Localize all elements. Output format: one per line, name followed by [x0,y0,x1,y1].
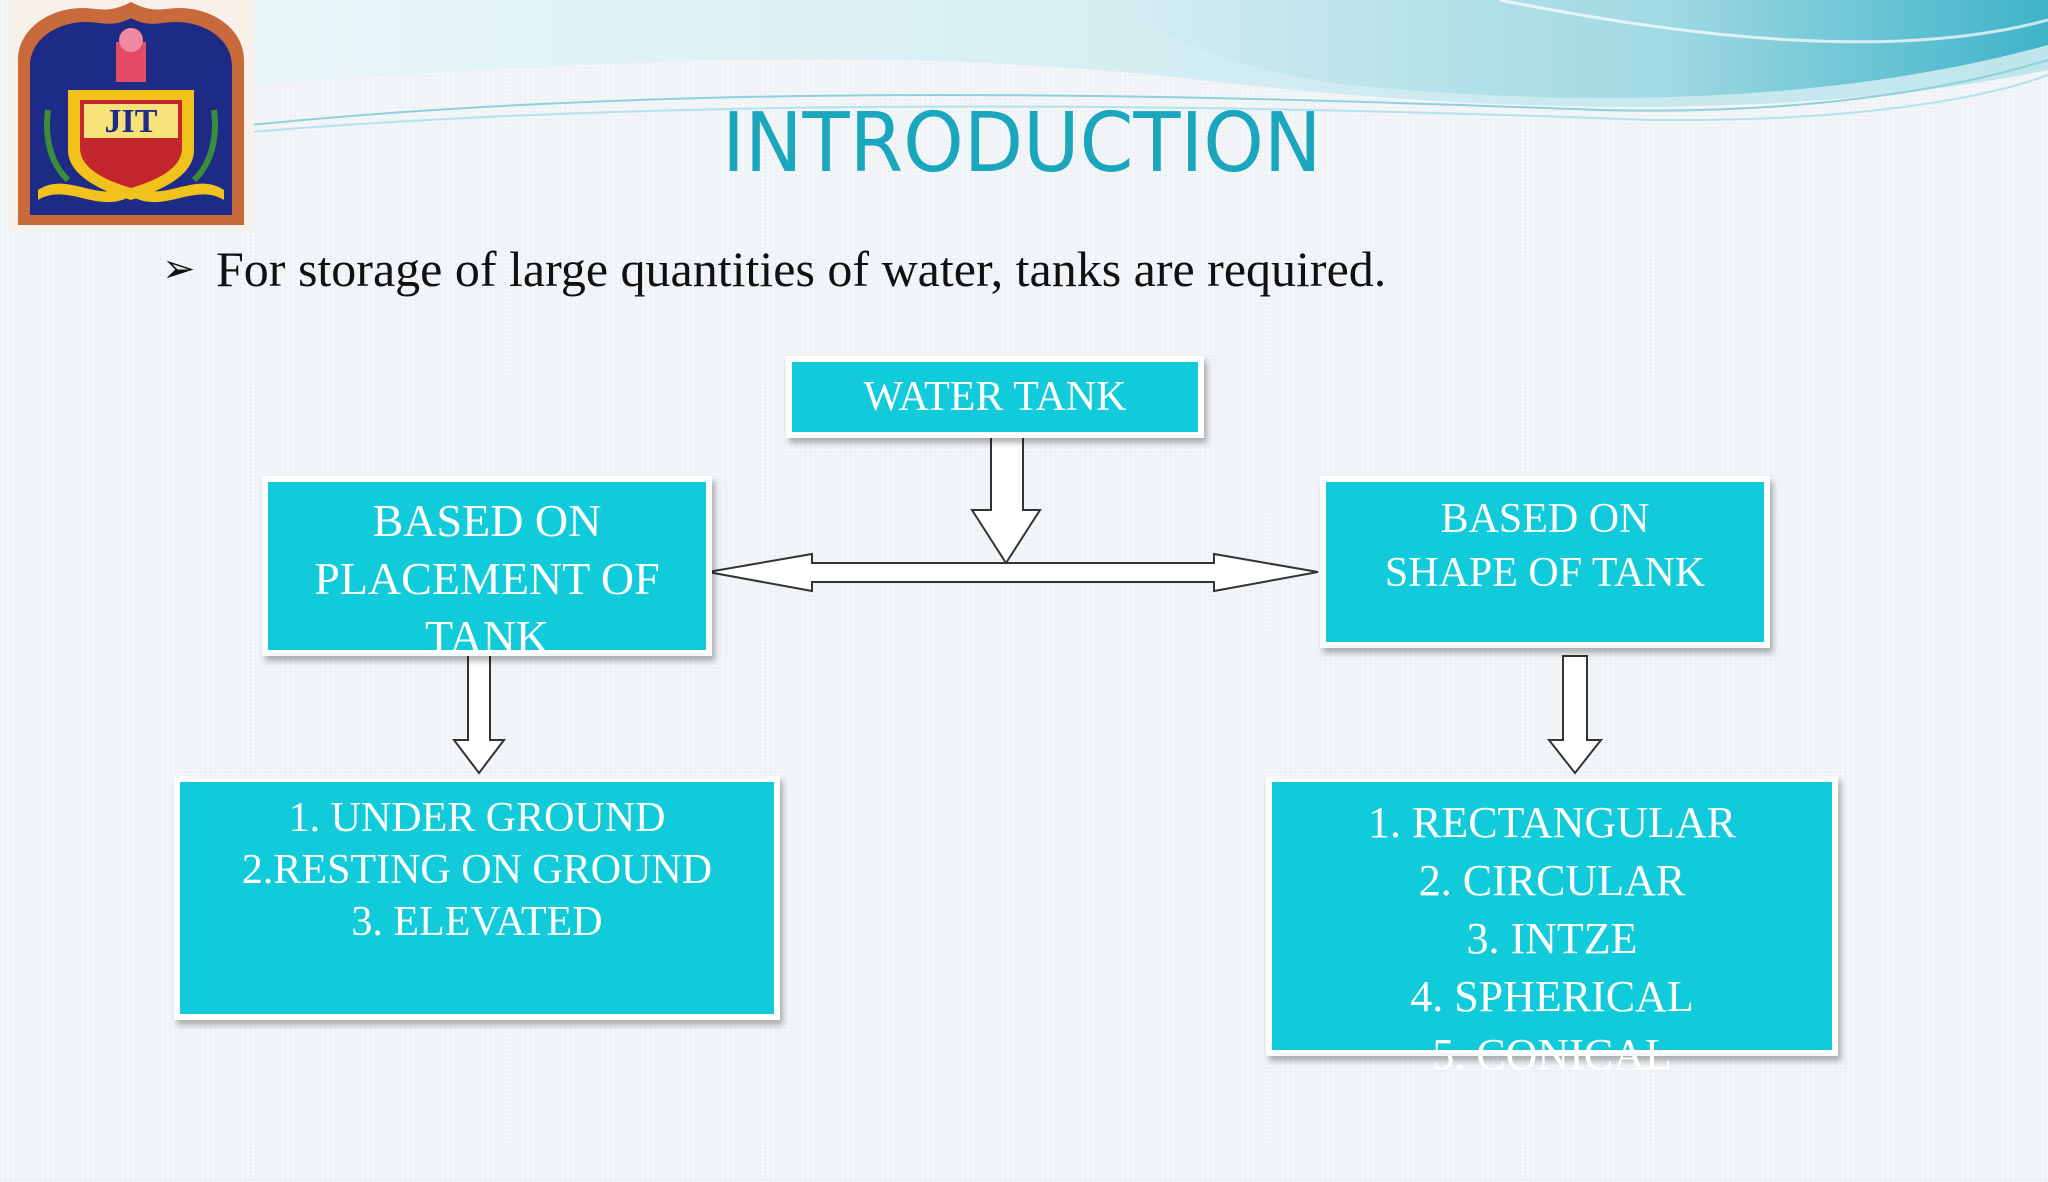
node-shape-line: SHAPE OF TANK [1384,550,1706,596]
node-placement: BASED ON PLACEMENT OF TANK [262,476,712,662]
node-shape: BASED ON SHAPE OF TANK [1320,476,1770,648]
list-item: 1. RECTANGULAR [1367,798,1737,847]
header-swoosh-decoration [249,0,2048,133]
list-item: 1. UNDER GROUND [288,795,666,841]
bullet-point: ➢ For storage of large quantities of wate… [162,240,1386,298]
slide-title-text: INTRODUCTION [722,96,1322,191]
slide-title: INTRODUCTION [0,96,2048,191]
bullet-arrow-icon: ➢ [162,246,196,291]
arrow-down-right [1546,655,1604,775]
svg-text:JIT: JIT [105,103,158,140]
list-item: 3. ELEVATED [351,899,603,945]
arrow-down-left [451,651,507,775]
node-placement-line: PLACEMENT OF [314,553,660,604]
college-logo: JIT [8,0,254,230]
list-item: 3. INTZE [1466,914,1638,963]
arrow-down-root [970,433,1042,565]
node-placement-line: BASED ON [372,495,602,546]
list-item: 2. CIRCULAR [1418,856,1686,905]
node-placement-types: 1. UNDER GROUND 2.RESTING ON GROUND 3. E… [174,776,780,1020]
list-item: 4. SPHERICAL [1410,972,1694,1021]
node-shape-types: 1. RECTANGULAR 2. CIRCULAR 3. INTZE 4. S… [1266,776,1838,1079]
node-water-tank-label: WATER TANK [863,374,1127,420]
bullet-text: For storage of large quantities of water… [216,241,1387,297]
list-item: 5. CONICAL [1432,1030,1672,1079]
node-placement-line: TANK [424,611,550,662]
node-shape-line: BASED ON [1440,496,1650,542]
list-item: 2.RESTING ON GROUND [241,847,713,893]
node-water-tank: WATER TANK [786,356,1204,438]
arrow-horizontal-double [707,552,1319,593]
